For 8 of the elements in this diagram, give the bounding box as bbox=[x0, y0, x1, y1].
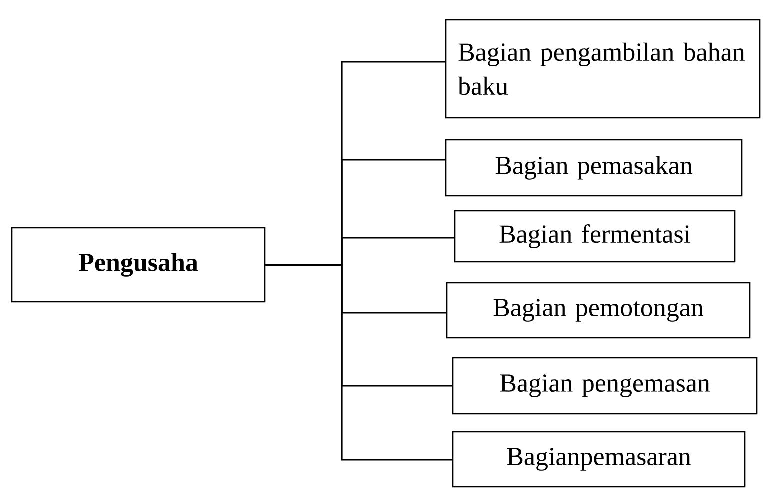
box: Bagianpemasaran bbox=[452, 431, 746, 488]
box: Pengusaha bbox=[11, 227, 266, 303]
connector-line bbox=[266, 264, 452, 461]
box: Bagian fermentasi bbox=[454, 210, 736, 263]
box: Bagian pengambilan bahan baku bbox=[445, 19, 761, 119]
box: Bagian pemotongan bbox=[446, 282, 751, 339]
box: Bagian pemasakan bbox=[445, 139, 743, 197]
box: Bagian pengemasan bbox=[452, 357, 758, 415]
